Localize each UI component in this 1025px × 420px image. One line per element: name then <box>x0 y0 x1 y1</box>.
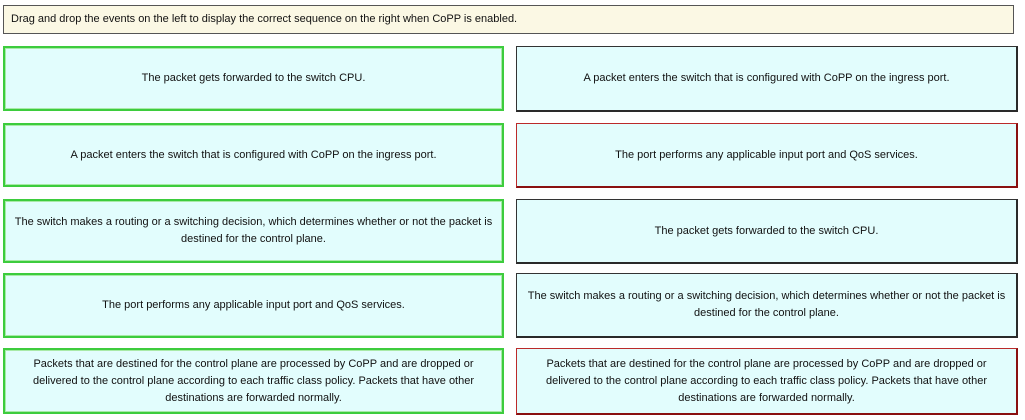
source-item-4[interactable]: The port performs any applicable input p… <box>3 273 504 338</box>
target-slot-2[interactable]: The port performs any applicable input p… <box>516 123 1018 188</box>
source-item-text: The packet gets forwarded to the switch … <box>141 72 366 84</box>
source-item-2[interactable]: A packet enters the switch that is confi… <box>3 123 504 187</box>
target-slot-3[interactable]: The packet gets forwarded to the switch … <box>516 199 1018 264</box>
target-slot-text: Packets that are destined for the contro… <box>545 357 988 404</box>
target-slot-5[interactable]: Packets that are destined for the contro… <box>516 348 1018 415</box>
source-item-text: Packets that are destined for the contro… <box>32 357 475 404</box>
source-item-1[interactable]: The packet gets forwarded to the switch … <box>3 46 504 111</box>
source-item-5[interactable]: Packets that are destined for the contro… <box>3 348 504 414</box>
target-slot-text: The port performs any applicable input p… <box>615 148 918 161</box>
source-item-3[interactable]: The switch makes a routing or a switchin… <box>3 199 504 263</box>
source-item-text: A packet enters the switch that is confi… <box>70 148 437 161</box>
target-slot-1[interactable]: A packet enters the switch that is confi… <box>516 46 1018 112</box>
target-slot-text: A packet enters the switch that is confi… <box>583 72 950 84</box>
target-slot-text: The switch makes a routing or a switchin… <box>527 290 1006 319</box>
target-slot-text: The packet gets forwarded to the switch … <box>654 224 879 237</box>
instruction-banner: Drag and drop the events on the left to … <box>3 5 1014 34</box>
target-slot-4[interactable]: The switch makes a routing or a switchin… <box>516 273 1018 338</box>
source-item-text: The port performs any applicable input p… <box>102 299 405 311</box>
instruction-text: Drag and drop the events on the left to … <box>11 13 518 25</box>
source-item-text: The switch makes a routing or a switchin… <box>14 216 493 245</box>
